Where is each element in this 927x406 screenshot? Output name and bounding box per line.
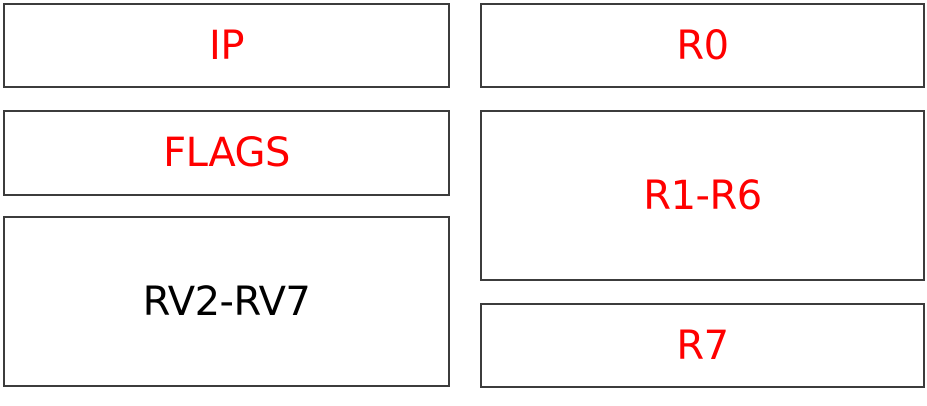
flags-register-box: FLAGS [3,110,450,196]
rv2-rv7-register-label: RV2-RV7 [142,278,311,325]
r0-register-box: R0 [480,3,925,88]
r1-r6-register-box: R1-R6 [480,110,925,281]
rv2-rv7-register-box: RV2-RV7 [3,216,450,387]
ip-register-label: IP [209,22,244,69]
r7-register-label: R7 [676,322,729,369]
flags-register-label: FLAGS [163,130,290,176]
r0-register-label: R0 [676,22,729,69]
r7-register-box: R7 [480,303,925,388]
r1-r6-register-label: R1-R6 [643,172,762,219]
ip-register-box: IP [3,3,450,88]
